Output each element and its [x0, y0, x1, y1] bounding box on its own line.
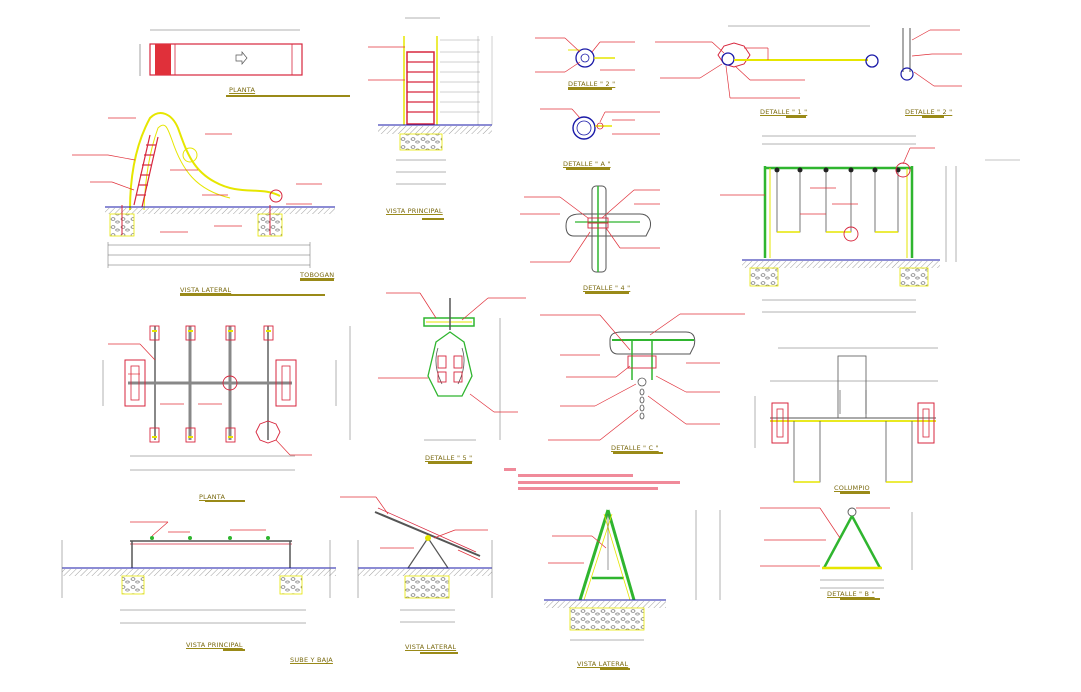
label-vista-principal-sube-baja: VISTA PRINCIPAL	[186, 641, 243, 649]
detail-b	[760, 507, 913, 589]
label-detalle-1: DETALLE " 1 "	[760, 108, 808, 116]
seesaw-plan-view	[102, 325, 351, 471]
ladder-front-view	[368, 17, 493, 185]
swing-plan-view	[754, 347, 938, 483]
title-underlines	[180, 88, 944, 670]
label-columpio: COLUMPIO	[834, 484, 870, 492]
label-planta-top: PLANTA	[229, 86, 256, 94]
label-detalle-a: DETALLE " A "	[563, 160, 611, 168]
detail-1	[655, 25, 879, 99]
slide-side-view	[72, 112, 335, 268]
detail-4	[520, 185, 660, 273]
seesaw-side-view	[340, 496, 493, 623]
detail-2-b	[900, 28, 962, 87]
swing-front-view	[720, 135, 1020, 313]
label-detalle-b: DETALLE " B "	[827, 590, 875, 598]
label-tobogan: TOBOGAN	[300, 271, 335, 279]
label-sube-y-baja: SUBE Y BAJA	[290, 656, 333, 664]
label-detalle-c: DETALLE " C "	[611, 444, 659, 452]
detail-2-a	[535, 37, 635, 73]
label-vista-lateral-sube-baja: VISTA LATERAL	[405, 643, 457, 651]
label-planta-sube-baja: PLANTA	[199, 493, 226, 501]
label-vista-principal-escalera: VISTA PRINCIPAL	[386, 207, 443, 215]
detail-c	[540, 313, 745, 441]
detail-5	[378, 292, 526, 441]
label-detalle-2-a: DETALLE " 2 "	[568, 80, 616, 88]
label-detalle-5: DETALLE " 5 "	[425, 454, 473, 462]
notes-block	[504, 468, 680, 490]
detail-a	[540, 108, 660, 140]
label-detalle-4: DETALLE " 4 "	[583, 284, 631, 292]
slide-plan-view	[139, 29, 303, 76]
label-detalle-2-b: DETALLE " 2 "	[905, 108, 953, 116]
swing-side-view	[544, 509, 721, 641]
label-vista-lateral-tobogan: VISTA LATERAL	[180, 286, 232, 294]
label-vista-lateral-columpio: VISTA LATERAL	[577, 660, 629, 668]
seesaw-front-view	[61, 521, 336, 624]
